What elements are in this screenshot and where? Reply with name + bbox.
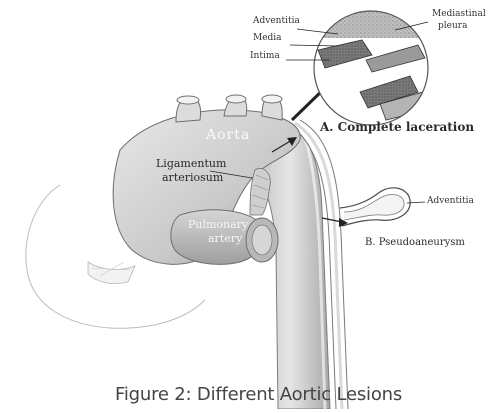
label-adventitia-inset: Adventitia — [253, 17, 300, 26]
label-media: Media — [253, 34, 282, 43]
figure-caption: Figure 2: Different Aortic Lesions — [115, 386, 402, 404]
label-ligamentum-line1: Ligamentum — [156, 158, 226, 169]
label-mediastinal-line1: Mediastinal — [432, 10, 486, 19]
label-pseudoaneurysm: B. Pseudoaneurysm — [365, 238, 465, 248]
label-adventitia-right: Adventitia — [427, 197, 474, 206]
label-complete-laceration: A. Complete laceration — [320, 121, 474, 133]
label-pulmonary-line2: artery — [208, 233, 242, 244]
label-aorta: Aorta — [206, 128, 250, 142]
label-pulmonary-line1: Pulmonary — [188, 219, 248, 230]
label-intima: Intima — [250, 52, 280, 61]
label-ligamentum-line2: arteriosum — [162, 172, 223, 183]
label-mediastinal-line2: pleura — [438, 22, 467, 31]
ligamentum-arteriosum — [250, 168, 270, 215]
laceration-inset — [310, 8, 435, 133]
